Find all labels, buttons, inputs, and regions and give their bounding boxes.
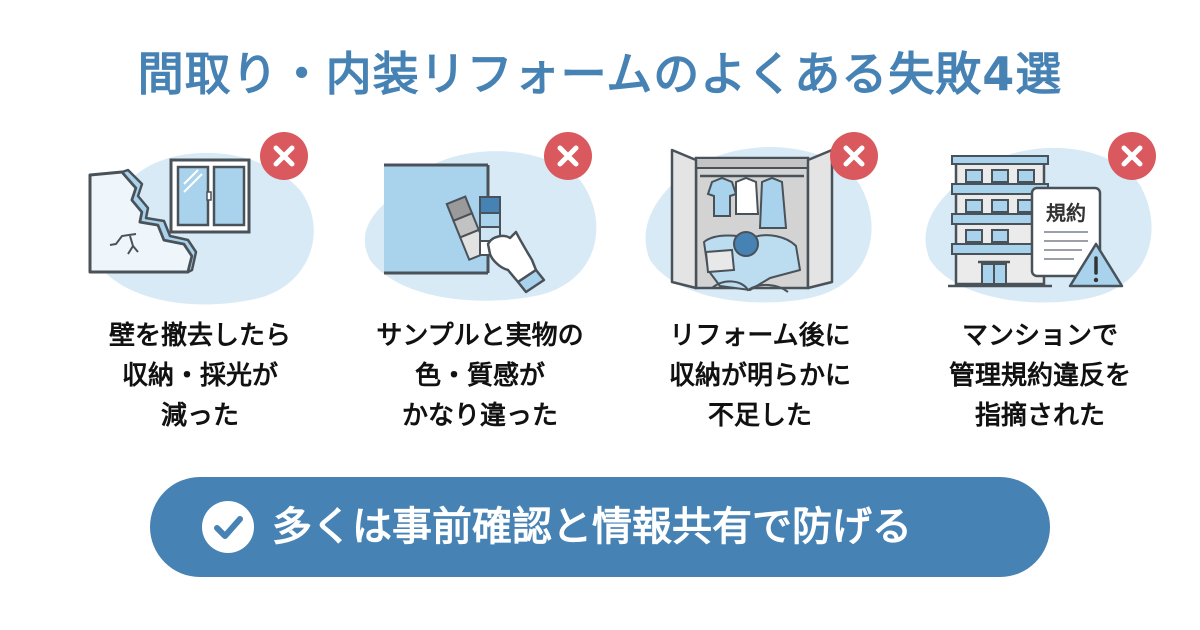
- document-label: 規約: [1046, 201, 1086, 225]
- caption-line: 減った: [160, 401, 239, 431]
- failure-caption: マンションで 管理規約違反を 指摘された: [900, 316, 1180, 436]
- caption-line: 壁を撤去したら: [108, 321, 291, 351]
- failure-caption: サンプルと実物の 色・質感が かなり違った: [340, 316, 620, 436]
- apartment-rules-warning-icon: 規約: [925, 147, 1152, 303]
- caption-line: 色・質感が: [414, 361, 545, 391]
- failure-card-storage-shortage: リフォーム後に 収納が明らかに 不足した: [620, 120, 900, 450]
- error-badge: [544, 132, 592, 180]
- color-swatch-sample-icon: [364, 151, 597, 301]
- caption-line: サンプルと実物の: [376, 321, 584, 351]
- error-badge: [260, 132, 308, 180]
- x-mark-icon: [843, 145, 865, 167]
- overflowing-closet-icon: [645, 147, 872, 303]
- conclusion-text: 多くは事前確認と情報共有で防げる: [272, 504, 912, 550]
- broken-wall-and-window-icon: [88, 152, 314, 305]
- checkmark-circle-icon: [214, 516, 243, 539]
- checkmark-circle: [202, 501, 254, 553]
- failure-card-wall-removal: 壁を撤去したら 収納・採光が 減った: [60, 120, 340, 450]
- error-badge: [830, 132, 878, 180]
- caption-line: かなり違った: [401, 401, 558, 431]
- caption-line: 指摘された: [974, 401, 1105, 431]
- error-badge: [1108, 132, 1156, 180]
- failure-card-management-rules: 規約 マンションで 管理規約違反を 指摘された: [900, 120, 1180, 450]
- x-mark-icon: [557, 145, 579, 167]
- failure-caption: リフォーム後に 収納が明らかに 不足した: [620, 316, 900, 436]
- caption-line: 管理規約違反を: [948, 361, 1131, 391]
- caption-line: 収納・採光が: [121, 361, 278, 391]
- page-title: 間取り・内装リフォームのよくある失敗4選: [137, 47, 1063, 101]
- failure-caption: 壁を撤去したら 収納・採光が 減った: [60, 316, 340, 436]
- failure-card-sample-color: サンプルと実物の 色・質感が かなり違った: [340, 120, 620, 450]
- caption-line: 不足した: [707, 401, 812, 431]
- x-mark-icon: [1121, 145, 1143, 167]
- x-mark-icon: [273, 145, 295, 167]
- caption-line: 収納が明らかに: [668, 361, 851, 391]
- conclusion-banner: 多くは事前確認と情報共有で防げる: [150, 477, 1050, 577]
- caption-line: リフォーム後に: [669, 321, 851, 351]
- caption-line: マンションで: [961, 321, 1118, 351]
